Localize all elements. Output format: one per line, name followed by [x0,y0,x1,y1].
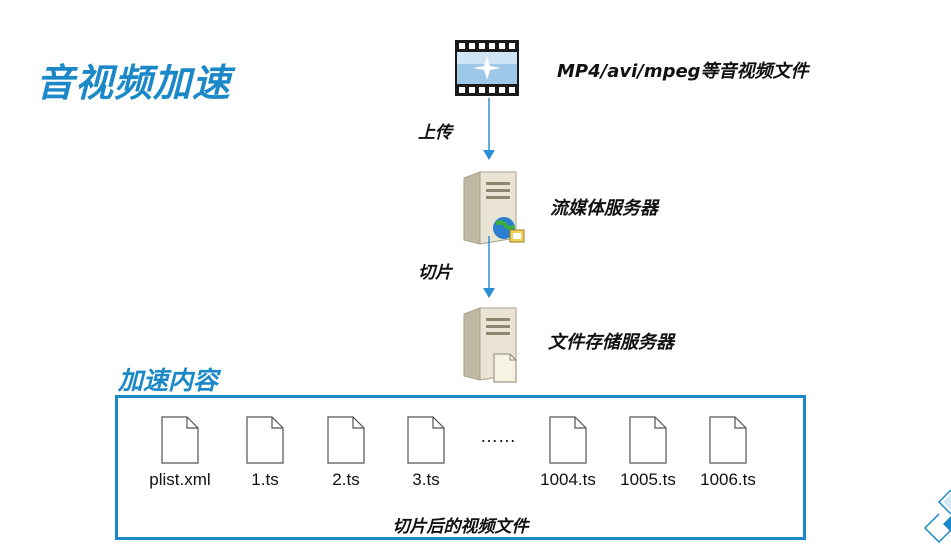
file-item: 1004.ts [523,416,613,490]
slice-label: 切片 [418,263,452,283]
files-caption: 切片后的视频文件 [392,517,529,537]
section-label: 加速内容 [118,366,219,395]
file-icon [327,416,365,464]
file-icon [246,416,284,464]
server-file-icon [463,307,517,383]
file-item: 3.ts [381,416,471,490]
video-file-label: MP4/avi/mpeg等音视频文件 [557,61,809,82]
video-file-node [455,40,519,100]
page-title: 音视频加速 [36,61,232,105]
file-name: 3.ts [412,470,440,489]
upload-arrow [483,98,495,160]
file-icon [549,416,587,464]
file-name: 1004.ts [540,470,596,489]
file-item: plist.xml [135,416,225,490]
stream-server-label: 流媒体服务器 [550,198,658,219]
file-item: 2.ts [301,416,391,490]
file-icon [709,416,747,464]
file-name: 1006.ts [700,470,756,489]
storage-server-label: 文件存储服务器 [548,332,674,353]
file-item: 1005.ts [603,416,693,490]
file-icon [407,416,445,464]
file-name: plist.xml [149,470,211,489]
file-icon [629,416,667,464]
film-icon [455,40,519,96]
accelerated-content-box: plist.xml 1.ts 2.ts 3.ts …… 1004.ts [115,395,806,540]
corner-diamond-decoration [923,489,951,544]
file-name: 2.ts [332,470,360,489]
slice-arrow [483,236,495,298]
stream-server-node [458,170,528,252]
storage-server-node [458,306,528,388]
file-icon [161,416,199,464]
file-item: 1.ts [220,416,310,490]
file-item: 1006.ts [683,416,773,490]
server-globe-icon [463,171,525,245]
file-name: 1005.ts [620,470,676,489]
file-name: 1.ts [251,470,279,489]
ellipsis: …… [480,426,516,446]
upload-label: 上传 [418,123,452,143]
